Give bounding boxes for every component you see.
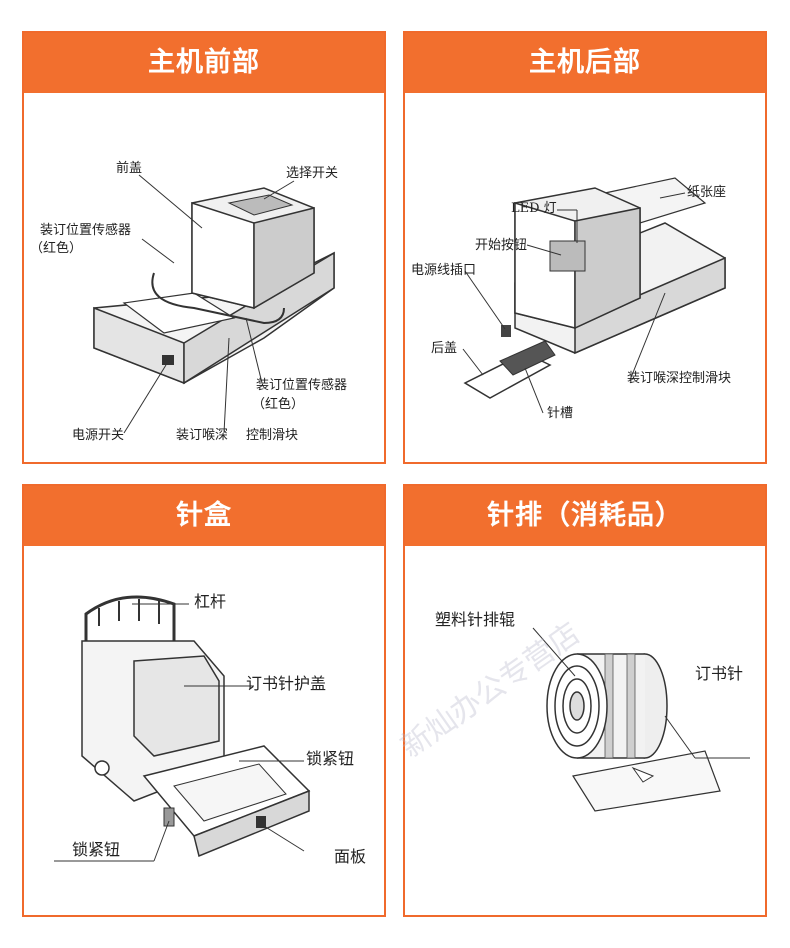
label-rear-cover: 后盖 <box>431 341 458 356</box>
panel-title-front: 主机前部 <box>24 33 384 93</box>
panel-strip: 针排（消耗品） 塑料针排辊 订书针 <box>403 484 767 917</box>
label-start-button: 开始按钮 <box>475 238 528 253</box>
label-power-socket: 电源线插口 <box>411 263 477 278</box>
label-staple-cover: 订书针护盖 <box>246 674 327 693</box>
front-illustration <box>93 174 335 434</box>
label-lock-button-left: 锁紧钮 <box>72 840 121 859</box>
panel-body-cartridge: 杠杆 订书针护盖 锁紧钮 锁紧钮 面板 <box>24 546 384 915</box>
panel-title-back: 主机后部 <box>405 33 765 93</box>
label-sensor-left-1: 装订位置传感器 <box>40 223 132 238</box>
panel-title-cartridge: 针盒 <box>24 486 384 546</box>
label-sensor-right-1: 装订位置传感器 <box>256 378 348 393</box>
label-paper-seat: 纸张座 <box>687 185 727 200</box>
label-front-cover: 前盖 <box>116 161 143 176</box>
label-select-switch: 选择开关 <box>286 166 339 181</box>
label-lever: 杠杆 <box>194 592 227 611</box>
back-illustration <box>462 177 726 414</box>
strip-illustration <box>532 627 750 812</box>
cartridge-illustration <box>54 595 311 862</box>
panel-title-strip: 针排（消耗品） <box>405 486 765 546</box>
label-depth-slider-a: 装订喉深 <box>176 428 229 443</box>
label-face-plate: 面板 <box>334 847 367 866</box>
label-depth-slider-b: 控制滑块 <box>246 428 299 443</box>
panel-cartridge: 针盒 <box>22 484 386 917</box>
label-staple-slot: 针槽 <box>547 406 574 421</box>
label-staple: 订书针 <box>695 664 744 683</box>
label-sensor-right-2: （红色） <box>252 397 305 412</box>
label-led: LED 灯 <box>511 201 557 216</box>
label-plastic-roller: 塑料针排辊 <box>435 610 516 629</box>
panel-back: 主机后部 LED 灯 <box>403 31 767 464</box>
panel-body-front: 前盖 选择开关 装订位置传感器 （红色） 装订位置传感器 （红色） 电源开关 装… <box>24 93 384 462</box>
panel-body-back: LED 灯 纸张座 开始按钮 电源线插口 后盖 装订喉深控制滑块 针槽 <box>405 93 765 462</box>
label-depth-slider: 装订喉深控制滑块 <box>627 371 732 386</box>
label-lock-button-right: 锁紧钮 <box>306 749 355 768</box>
panel-front: 主机前部 前盖 选择开关 装订位置传感器 <box>22 31 386 464</box>
panel-body-strip: 塑料针排辊 订书针 <box>405 546 765 915</box>
label-sensor-left-2: （红色） <box>30 241 83 256</box>
label-power-switch: 电源开关 <box>72 428 125 443</box>
